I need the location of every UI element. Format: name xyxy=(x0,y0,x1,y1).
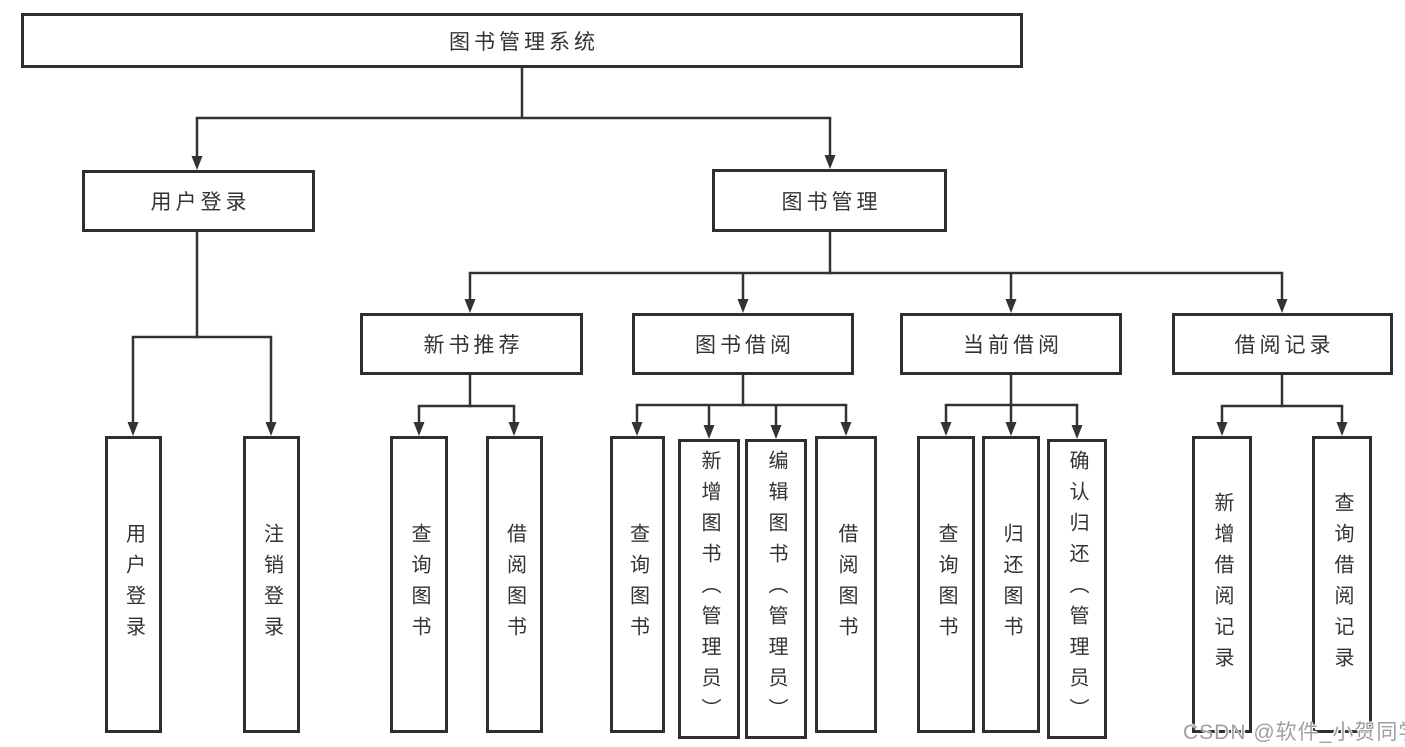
node-label: 用户登录 xyxy=(150,191,251,214)
leaf-query-books-newbook: 查询图书 xyxy=(390,436,448,733)
leaf-edit-books-admin: 编辑图书（管理员） xyxy=(745,439,807,739)
node-book-management: 图书管理 xyxy=(712,169,947,232)
tree-edges xyxy=(131,68,1344,426)
node-label: 当前借阅 xyxy=(963,334,1063,357)
csdn-watermark: CSDN @软件_小贺同学 xyxy=(1183,721,1405,744)
node-label: 查询图书 xyxy=(626,522,649,647)
node-label: 图书管理 xyxy=(781,190,882,214)
node-user-login: 用户登录 xyxy=(82,170,315,232)
node-label: 归还图书 xyxy=(1000,522,1022,647)
leaf-query-books-borrowing: 查询图书 xyxy=(610,436,665,733)
node-label: 新增借阅记录 xyxy=(1211,491,1233,678)
node-label: 查询图书 xyxy=(408,522,430,647)
node-label: 确认归还（管理员） xyxy=(1066,449,1088,729)
leaf-return-books: 归还图书 xyxy=(982,436,1040,733)
node-label: 借阅图书 xyxy=(503,522,526,647)
node-label: 图书管理系统 xyxy=(449,30,599,54)
leaf-query-books-current: 查询图书 xyxy=(917,436,975,733)
node-library-management-system: 图书管理系统 xyxy=(21,13,1023,68)
node-current-borrowing: 当前借阅 xyxy=(900,313,1122,375)
leaf-query-borrow-record: 查询借阅记录 xyxy=(1312,436,1372,733)
node-borrowing-records: 借阅记录 xyxy=(1172,313,1393,375)
leaf-add-borrow-record: 新增借阅记录 xyxy=(1192,436,1252,733)
arrowheads xyxy=(127,155,1348,439)
leaf-user-login: 用户登录 xyxy=(105,436,162,733)
node-label: 新书推荐 xyxy=(423,334,524,357)
node-label: 用户登录 xyxy=(122,522,145,647)
node-label: 查询图书 xyxy=(935,522,957,647)
leaf-borrow-books-borrowing: 借阅图书 xyxy=(815,436,877,733)
node-label: 编辑图书（管理员） xyxy=(765,449,787,729)
node-new-book-recommend: 新书推荐 xyxy=(360,313,583,375)
node-label: 注销登录 xyxy=(260,522,283,647)
node-book-borrowing: 图书借阅 xyxy=(632,313,854,375)
node-label: 查询借阅记录 xyxy=(1331,491,1353,678)
leaf-confirm-return-admin: 确认归还（管理员） xyxy=(1047,439,1107,739)
leaf-logout: 注销登录 xyxy=(243,436,300,733)
node-label: 借阅图书 xyxy=(835,522,857,647)
node-label: 新增图书（管理员） xyxy=(698,449,720,729)
node-label: 借阅记录 xyxy=(1234,334,1335,357)
leaf-borrow-books-newbook: 借阅图书 xyxy=(486,436,543,733)
node-label: 图书借阅 xyxy=(695,334,795,357)
leaf-add-books-admin: 新增图书（管理员） xyxy=(678,439,740,739)
